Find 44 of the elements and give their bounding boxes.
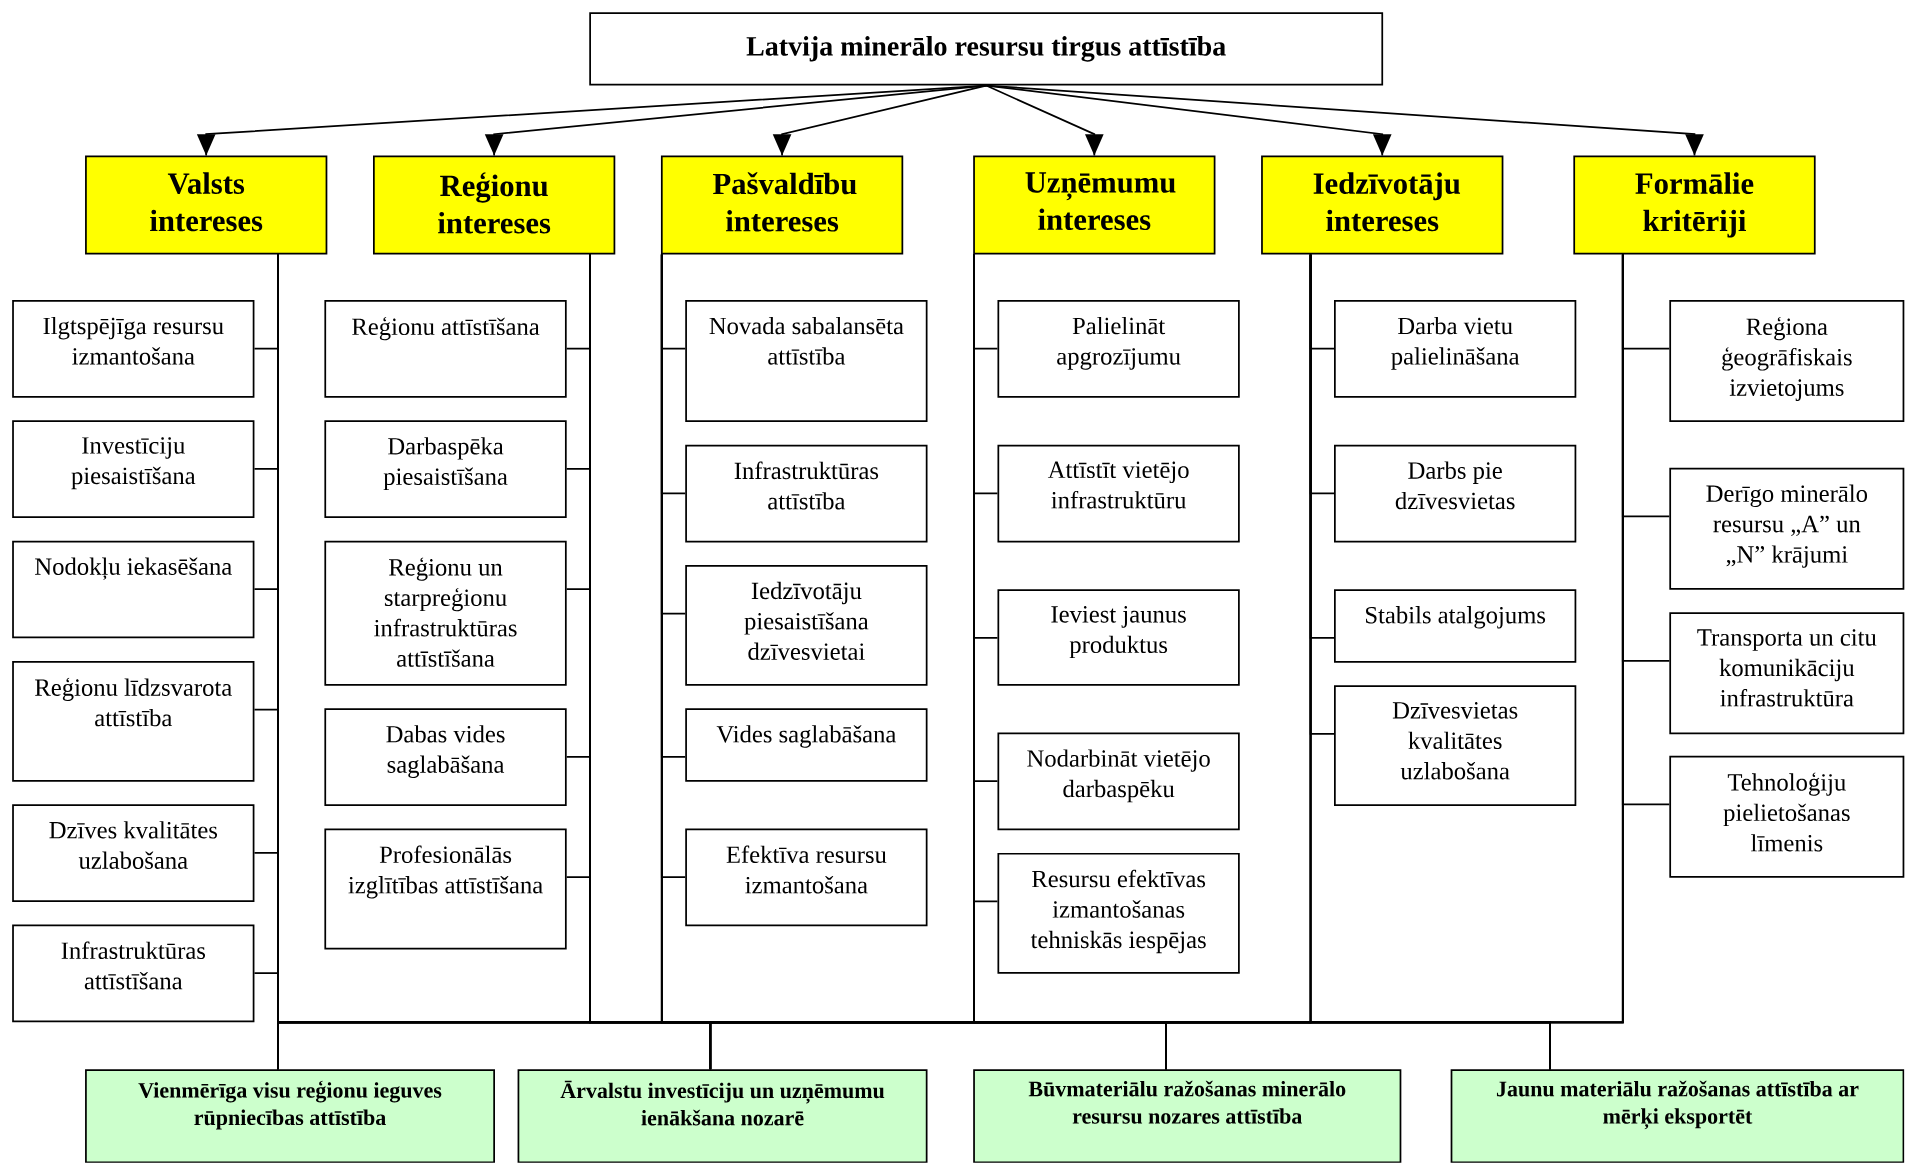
criterion-box: Reģiona ģeogrāfiskais izvietojums [1669, 300, 1905, 423]
criterion-box: Attīstīt vietējo infrastruktūru [997, 444, 1240, 543]
criterion-box: Darba vietu palielināšana [1334, 300, 1577, 398]
category-box: Iedzīvotāju intereses [1261, 155, 1504, 255]
arrow [985, 84, 1704, 157]
category-box: Reģionu intereses [373, 155, 616, 255]
criterion-box: Stabils atalgojums [1334, 589, 1577, 663]
category-box: Formālie kritēriji [1573, 155, 1816, 255]
criterion-box: Dabas vides saglabāšana [324, 708, 567, 807]
arrow [772, 84, 988, 157]
connector-line [1549, 253, 1624, 1071]
outcome-box: Ārvalstu investīciju un uzņēmumu ienākšana nozarē [517, 1069, 928, 1163]
criterion-box: Darbs pie dzīvesvietas [1334, 444, 1577, 543]
criterion-box: Ieviest jaunus produktus [997, 589, 1240, 686]
criterion-box: Nodokļu iekasēšana [12, 540, 255, 639]
criterion-box: Novada sabalansēta attīstība [685, 300, 928, 423]
criterion-box: Dzīves kvalitātes uzlabošana [12, 804, 255, 903]
criterion-box: Reģionu un starpreģionu infrastruktūras attīstīšana [324, 540, 567, 686]
criterion-box: Ilgtspējīga resursu izmantošana [12, 300, 255, 398]
criterion-box: Darbaspēka piesaistīšana [324, 420, 567, 519]
outcome-box: Jaunu materiālu ražošanas attīstība ar mērķi eksportēt [1450, 1069, 1905, 1163]
title-box: Latvija minerālo resursu tirgus attīstība [589, 12, 1384, 86]
criterion-box: Derīgo minerālo resursu „A” un „N” krājumi [1669, 467, 1905, 590]
criterion-box: Nodarbināt vietējo darbaspēku [997, 732, 1240, 831]
criterion-box: Palielināt apgrozījumu [997, 300, 1240, 398]
category-box: Valsts intereses [85, 155, 328, 255]
outcome-box: Vienmērīga visu reģionu ieguves rūpniecības attīstība [85, 1069, 495, 1163]
category-box: Pašvaldību intereses [660, 155, 904, 255]
criterion-box: Infrastruktūras attīstība [685, 444, 928, 543]
criterion-box: Tehnoloģiju pielietošanas līmenis [1669, 755, 1905, 878]
criterion-box: Investīciju piesaistīšana [12, 420, 255, 519]
category-box: Uzņēmumu intereses [973, 155, 1216, 255]
criterion-box: Infrastruktūras attīstīšana [12, 924, 255, 1023]
criterion-box: Iedzīvotāju piesaistīšana dzīvesvietai [685, 565, 928, 686]
criterion-box: Dzīvesvietas kvalitātes uzlabošana [1334, 685, 1577, 807]
criterion-box: Resursu efektīvas izmantošanas tehniskās iespējas [997, 853, 1240, 974]
criterion-box: Reģionu attīstīšana [324, 300, 567, 398]
criterion-box: Vides saglabāšana [685, 708, 928, 782]
arrow [985, 84, 1104, 157]
criterion-box: Transporta un citu komunikāciju infrastruktūra [1669, 612, 1905, 735]
criterion-box: Efektīva resursu izmantošana [685, 828, 928, 927]
criterion-box: Profesionālās izglītības attīstīšana [324, 828, 567, 950]
outcome-box: Būvmateriālu ražošanas minerālo resursu nozares attīstība [973, 1069, 1402, 1163]
criterion-box: Reģionu līdzsvarota attīstība [12, 661, 255, 782]
